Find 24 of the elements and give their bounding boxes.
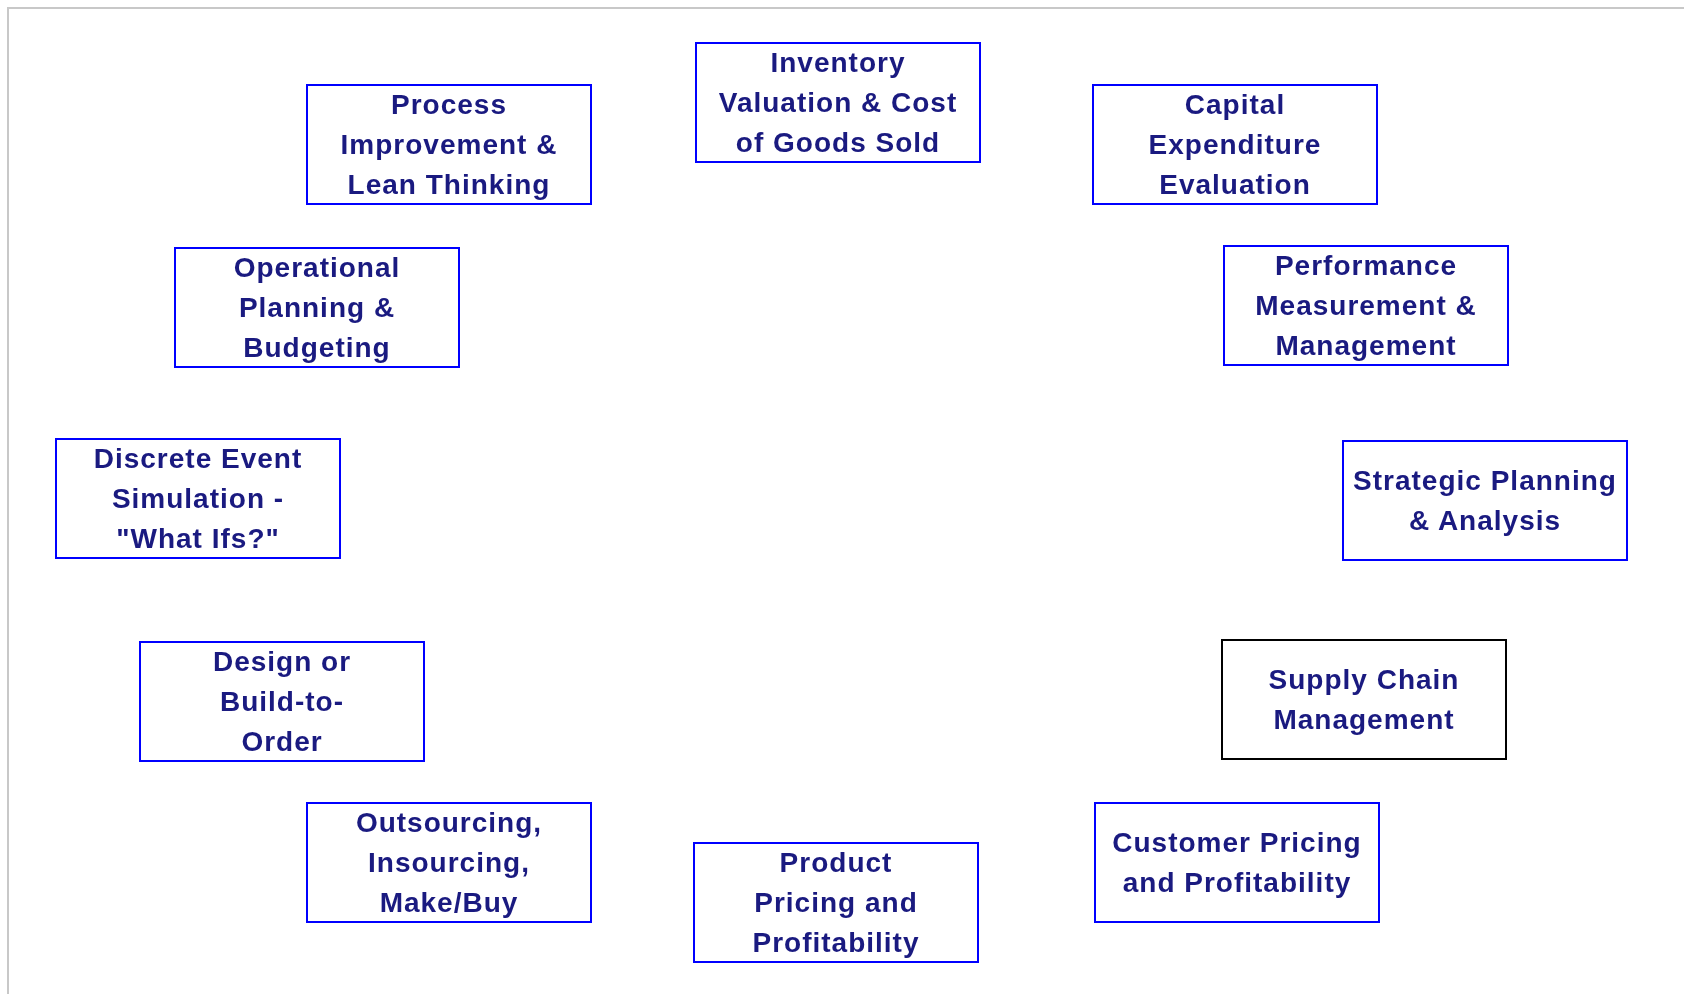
topic-label: Process Improvement & Lean Thinking [339,87,559,202]
topic-box [174,247,460,368]
topic-box [1094,802,1380,923]
topic-label: Capital Expenditure Evaluation [1147,87,1323,202]
topic-box [55,438,341,559]
topic-label: Discrete Event Simulation - "What Ifs?" [92,441,304,556]
topic-label: Inventory Valuation & Cost of Goods Sold [717,45,959,160]
topic-label: Design or Build-to-Order [211,644,353,759]
topic-box [139,641,425,762]
topic-box [693,842,979,963]
topic-label: Customer Pricing and Profitability [1111,825,1363,900]
topic-label: Product Pricing and Profitability [751,845,921,960]
topic-label: Performance Measurement & Management [1254,248,1478,363]
topic-label: Strategic Planning & Analysis [1352,463,1618,538]
topic-box [1221,639,1507,760]
topic-box [695,42,981,163]
topic-box [1223,245,1509,366]
topic-label: Supply Chain Management [1267,662,1461,737]
topic-label: Operational Planning & Budgeting [232,250,402,365]
topic-box [1342,440,1628,561]
topic-box [1092,84,1378,205]
topic-label: Outsourcing, Insourcing, Make/Buy [354,805,544,920]
topic-box [306,802,592,923]
topic-box [306,84,592,205]
